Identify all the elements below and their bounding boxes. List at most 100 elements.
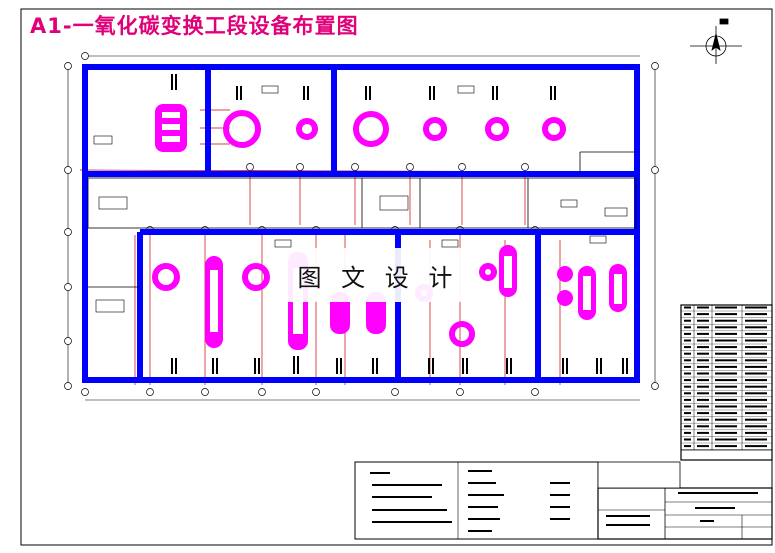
table-cell-mark <box>715 438 737 441</box>
sheet-frame <box>20 8 773 546</box>
table-cell-mark <box>684 385 691 388</box>
table-cell-mark <box>745 372 767 375</box>
table-cell-mark <box>684 313 691 316</box>
table-cell-mark <box>745 313 767 316</box>
notes-block <box>354 461 599 540</box>
table-row-marks <box>684 306 767 448</box>
table-cell-mark <box>715 398 737 401</box>
table-cell-mark <box>715 392 737 395</box>
table-cell-mark <box>715 372 737 375</box>
table-cell-mark <box>745 352 767 355</box>
equipment-solid <box>155 104 627 350</box>
table-cell-mark <box>745 306 767 309</box>
table-cell-mark <box>684 306 691 309</box>
table-cell-mark <box>715 445 737 448</box>
table-cell-mark <box>715 332 737 335</box>
dimension-lines <box>67 55 656 401</box>
note-line <box>550 506 570 508</box>
table-cell-mark <box>745 418 767 421</box>
table-cell-mark <box>745 319 767 322</box>
table-cell-mark <box>697 392 709 395</box>
equipment-tags <box>171 74 628 374</box>
table-cell-mark <box>745 326 767 329</box>
table-cell-mark <box>715 412 737 415</box>
table-cell-mark <box>697 372 709 375</box>
table-cell-mark <box>684 392 691 395</box>
table-cell-mark <box>715 326 737 329</box>
table-cell-mark <box>684 365 691 368</box>
table-cell-mark <box>745 365 767 368</box>
table-cell-mark <box>684 418 691 421</box>
table-cell-mark <box>684 319 691 322</box>
drawing-title: A1-一氧化碳变换工段设备布置图 <box>30 14 359 38</box>
table-cell-mark <box>745 392 767 395</box>
table-cell-mark <box>697 339 709 342</box>
table-cell-mark <box>745 445 767 448</box>
table-cell-mark <box>745 346 767 349</box>
table-cell-mark <box>715 359 737 362</box>
note-line <box>550 518 570 520</box>
table-cell-mark <box>745 405 767 408</box>
note-line <box>468 494 504 496</box>
table-cell-mark <box>715 365 737 368</box>
table-cell-mark <box>684 405 691 408</box>
table-cell-mark <box>745 359 767 362</box>
table-cell-mark <box>697 306 709 309</box>
table-cell-mark <box>745 425 767 428</box>
table-row-lines <box>681 310 772 450</box>
table-cell-mark <box>684 398 691 401</box>
table-cell-mark <box>745 385 767 388</box>
note-line <box>468 518 500 520</box>
building-walls <box>82 64 640 383</box>
table-cell-mark <box>684 339 691 342</box>
table-cell-mark <box>745 412 767 415</box>
table-cell-mark <box>745 398 767 401</box>
table-cell-mark <box>684 346 691 349</box>
note-line <box>372 496 432 498</box>
room-tags <box>93 85 628 313</box>
table-cell-mark <box>715 425 737 428</box>
table-cell-mark <box>697 352 709 355</box>
title-block-text-marks <box>606 492 758 526</box>
table-cell-mark <box>684 379 691 382</box>
table-cell-mark <box>684 352 691 355</box>
table-cell-mark <box>697 398 709 401</box>
table-cell-mark <box>715 352 737 355</box>
table-cell-mark <box>697 379 709 382</box>
table-cell-mark <box>684 445 691 448</box>
note-line <box>550 494 570 496</box>
note-line <box>468 530 492 532</box>
note-line <box>468 506 498 508</box>
table-cell-mark <box>684 372 691 375</box>
watermark: 图 文 设 计 <box>287 248 469 302</box>
table-cell-mark <box>697 445 709 448</box>
table-cell-mark <box>697 405 709 408</box>
table-cell-mark <box>684 359 691 362</box>
table-cell-mark <box>697 346 709 349</box>
partitions <box>87 151 637 288</box>
table-cell-mark <box>745 332 767 335</box>
table-cell-mark <box>697 438 709 441</box>
note-line <box>372 509 447 511</box>
note-line <box>550 482 570 484</box>
table-cell-mark <box>684 438 691 441</box>
table-cell-mark <box>715 313 737 316</box>
table-cell-mark <box>715 418 737 421</box>
table-cell-mark <box>715 405 737 408</box>
table-cell-mark <box>697 385 709 388</box>
table-cell-mark <box>697 418 709 421</box>
table-cell-mark <box>697 431 709 434</box>
table-cell-mark <box>715 385 737 388</box>
table-cell-mark <box>715 306 737 309</box>
table-cell-mark <box>684 425 691 428</box>
table-cell-mark <box>697 313 709 316</box>
note-line <box>468 470 492 472</box>
table-cell-mark <box>684 326 691 329</box>
table-cell-mark <box>745 438 767 441</box>
note-line <box>468 482 496 484</box>
table-cell-mark <box>684 431 691 434</box>
table-cell-mark <box>715 379 737 382</box>
table-cell-mark <box>745 339 767 342</box>
